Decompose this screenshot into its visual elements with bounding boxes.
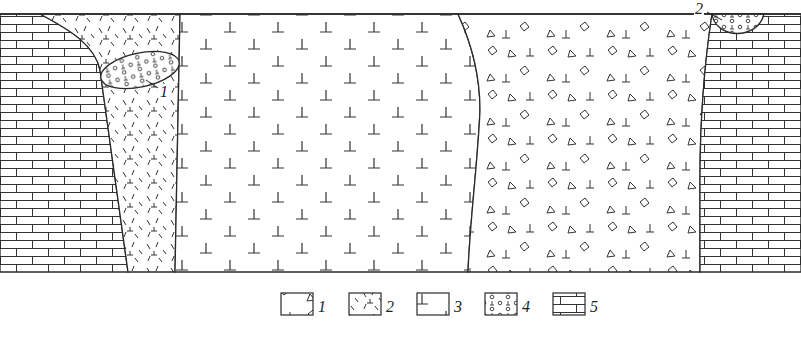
granite-body [175,14,480,272]
legend-samples [281,293,585,315]
leader-line [146,80,158,88]
legend-number: 5 [589,299,599,315]
callout-number: 2 [694,1,704,17]
legend-number: 3 [453,299,463,315]
legend-number: 1 [317,299,327,315]
callout-number: 1 [159,84,169,100]
breccia-zone [458,14,712,272]
surface-line [0,13,801,14]
legend-number: 2 [385,299,395,315]
legend-number: 4 [521,299,531,315]
ore-lens [712,14,764,34]
ore-lens [97,45,182,95]
leader-line [707,12,722,20]
limestone-right [700,14,801,272]
